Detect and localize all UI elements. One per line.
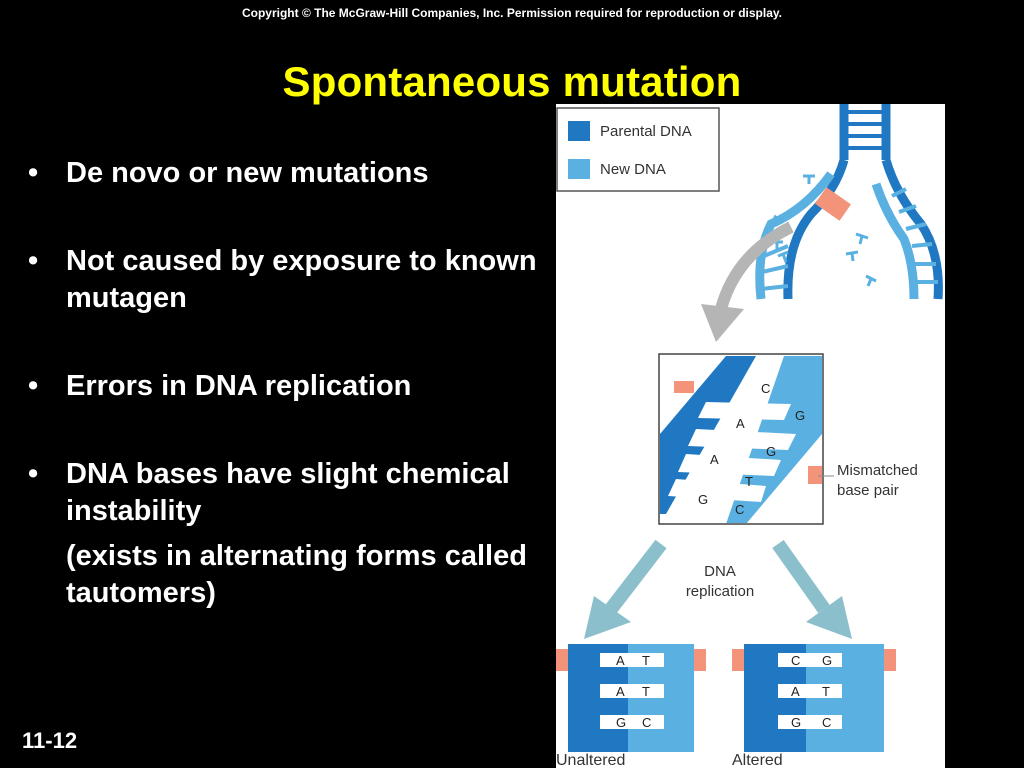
zoom-base: G xyxy=(698,492,708,507)
unaltered-base: T xyxy=(642,684,650,699)
bullet-text: DNA bases have slight chemical instabili… xyxy=(66,458,510,527)
zoom-base: C xyxy=(735,502,744,517)
altered-base: G xyxy=(822,653,832,668)
replication-fork xyxy=(755,104,943,300)
unaltered-base: T xyxy=(642,653,650,668)
altered-base: C xyxy=(822,715,831,730)
mismatch-zoom-box: C G A G A T G C xyxy=(658,353,834,525)
mismatch-label: Mismatched xyxy=(837,462,918,479)
bullet-text: Errors in DNA replication xyxy=(66,370,412,402)
altered-base: A xyxy=(791,684,800,699)
unaltered-label: Unaltered xyxy=(556,752,625,768)
bullet-text: De novo or new mutations xyxy=(66,157,429,189)
zoom-base: C xyxy=(761,381,770,396)
unaltered-daughter-dna: A T A T G C xyxy=(556,644,706,752)
bullet-item: • Not caused by exposure to known mutage… xyxy=(26,243,546,317)
altered-base: C xyxy=(791,653,800,668)
unaltered-base: A xyxy=(616,684,625,699)
slide-number: 11-12 xyxy=(22,728,78,753)
zoom-base: T xyxy=(745,474,753,489)
legend-swatch-parental xyxy=(568,121,590,141)
replication-label: replication xyxy=(686,583,754,600)
bullet-item: • Errors in DNA replication xyxy=(26,368,546,405)
bullet-item: • De novo or new mutations xyxy=(26,155,546,192)
replication-arrows xyxy=(584,539,852,639)
bullet-glyph: • xyxy=(28,245,39,277)
bullet-glyph: • xyxy=(28,458,39,490)
zoom-base: A xyxy=(710,452,719,467)
dna-replication-figure: Parental DNA New DNA xyxy=(556,104,945,768)
altered-label: Altered xyxy=(732,752,783,768)
bullet-item: • DNA bases have slight chemical instabi… xyxy=(26,456,546,530)
slide-title: Spontaneous mutation xyxy=(282,58,742,105)
zoom-base: G xyxy=(766,444,776,459)
bullet-subtext: (exists in alternating forms called taut… xyxy=(66,540,527,609)
unaltered-base: C xyxy=(642,715,651,730)
altered-base: G xyxy=(791,715,801,730)
replication-label: DNA xyxy=(704,563,736,580)
legend-label-parental: Parental DNA xyxy=(600,123,692,140)
bullet-glyph: • xyxy=(28,157,39,189)
zoom-base: A xyxy=(736,416,745,431)
zoom-base: G xyxy=(795,408,805,423)
figure-canvas: Parental DNA New DNA xyxy=(556,104,943,768)
unaltered-base: A xyxy=(616,653,625,668)
bullet-list: • De novo or new mutations • Not caused … xyxy=(26,155,546,612)
unaltered-base: G xyxy=(616,715,626,730)
legend-swatch-new xyxy=(568,159,590,179)
altered-base: T xyxy=(822,684,830,699)
legend-label-new: New DNA xyxy=(600,161,666,178)
legend: Parental DNA New DNA xyxy=(556,107,720,192)
mismatch-label: base pair xyxy=(837,482,899,499)
bullet-glyph: • xyxy=(28,370,39,402)
zoom-arrow xyxy=(701,221,794,342)
bullet-text: Not caused by exposure to known mutagen xyxy=(66,245,537,314)
altered-daughter-dna: C G A T G C xyxy=(732,644,896,752)
copyright-notice: Copyright © The McGraw-Hill Companies, I… xyxy=(241,6,783,20)
